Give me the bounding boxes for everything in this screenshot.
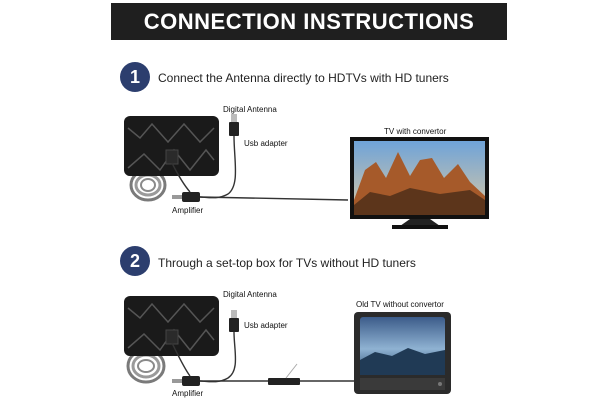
step-2-amplifier-label: Amplifier [172,389,204,398]
usb-adapter-icon [229,310,239,332]
antenna-icon [124,116,219,176]
amplifier-icon [172,376,200,386]
step-2-number: 2 [129,250,140,271]
step-2-antenna-label: Digital Antenna [223,290,277,299]
set-top-box-icon [268,363,300,385]
step-1-badge: 1 [120,62,150,92]
step-1-setup [124,114,489,229]
step-1-antenna-label: Digital Antenna [223,105,277,114]
step-1-usb-label: Usb adapter [244,139,288,148]
step-2-text: Through a set-top box for TVs without HD… [158,256,416,270]
step-1-amplifier-label: Amplifier [172,206,204,215]
cable-icon [171,135,349,201]
step-1-number: 1 [129,66,140,87]
step-1-text: Connect the Antenna directly to HDTVs wi… [158,71,449,85]
banner-title: CONNECTION INSTRUCTIONS [143,8,475,34]
step-2-tv-label: Old TV without convertor [356,300,444,309]
antenna-icon [124,296,219,356]
flat-tv-icon [350,137,489,229]
cable-icon [171,331,354,383]
step-2-setup [124,296,451,394]
step-2-usb-label: Usb adapter [244,321,288,330]
step-2-badge: 2 [120,246,150,276]
page-banner: CONNECTION INSTRUCTIONS [111,3,507,40]
usb-adapter-icon [229,114,239,136]
amplifier-icon [172,192,200,202]
crt-tv-icon [354,312,451,394]
step-1-tv-label: TV with convertor [384,127,447,136]
